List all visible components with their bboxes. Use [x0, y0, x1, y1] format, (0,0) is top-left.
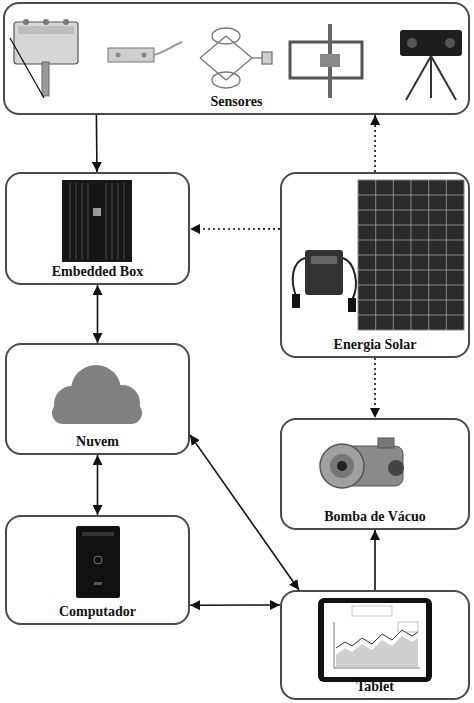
box-label: Sensores: [211, 94, 263, 110]
box-label: Embedded Box: [52, 264, 143, 280]
box-label: Bomba de Vácuo: [324, 509, 426, 525]
component-box: Nuvem: [5, 343, 190, 455]
box-label: Computador: [59, 604, 136, 620]
connector-arrow: [97, 285, 99, 343]
connector-arrow: [374, 115, 376, 172]
component-box: Embedded Box: [5, 172, 190, 285]
connector-arrow: [97, 455, 99, 515]
connector-arrow: [96, 115, 98, 172]
connector-arrow: [374, 530, 376, 590]
connector-arrow: [190, 228, 280, 230]
box-label: Nuvem: [76, 434, 119, 450]
box-label: Tablet: [356, 679, 394, 695]
component-box: Sensores: [3, 2, 470, 115]
component-box: Computador: [5, 515, 190, 625]
box-label: Energia Solar: [334, 337, 417, 353]
component-box: Tablet: [280, 590, 470, 700]
component-box: Bomba de Vácuo: [280, 418, 470, 530]
connector-arrow: [374, 358, 376, 418]
component-box: Energia Solar: [280, 172, 470, 358]
connector-arrow: [190, 604, 280, 606]
